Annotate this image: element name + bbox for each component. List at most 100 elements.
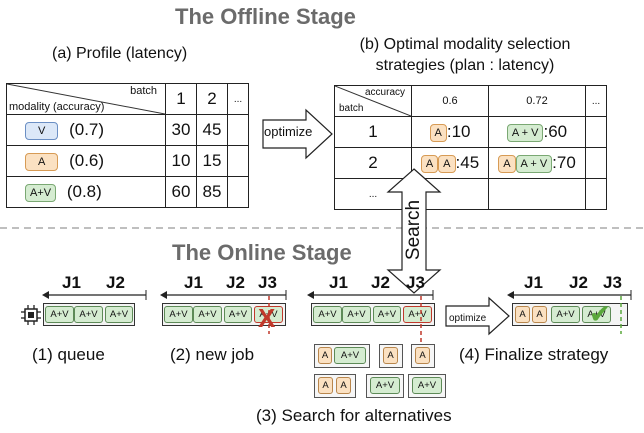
alt-block-av: A+V [412, 377, 442, 394]
search-double-arrow [386, 168, 442, 294]
checkmark-icon: ✔ [589, 299, 611, 329]
accuracy-col-header: 0.6 [411, 85, 489, 117]
modality-chip-av: A+V [25, 183, 57, 202]
latency-cell: 45 [196, 114, 228, 146]
cpu-chip-icon [20, 304, 42, 330]
plan-latency: :10 [446, 122, 471, 141]
queue-block-av: A+V [582, 306, 611, 323]
plan-chip-a: A [429, 123, 447, 142]
latency-cell: 85 [196, 176, 228, 208]
queue-arrow-3 [307, 290, 434, 300]
job-label-j3: J3 [406, 273, 425, 292]
queue-arrow-2 [160, 290, 287, 300]
plan-chip-av: A + V [506, 123, 544, 142]
profile-row-label: A (0.6) [6, 145, 166, 177]
queue-block-av: A+V [551, 306, 580, 323]
alt-block-a: A [415, 347, 430, 364]
header-batch-label: batch [339, 103, 364, 114]
plan-chip-a: A [420, 154, 439, 173]
plan-header-cell: accuracy batch [334, 85, 412, 117]
modality-chip-v: V [25, 121, 59, 140]
reject-icon: X [258, 303, 276, 333]
latency-cell: 10 [165, 145, 197, 177]
queue-block-a: A [532, 306, 547, 323]
search-label: Search [403, 199, 424, 261]
profile-row-label: V (0.7) [6, 114, 166, 146]
queue-block-av: A+V [164, 306, 193, 323]
queue-block-av-new: A+V [403, 306, 432, 323]
queue-block-av: A+V [342, 306, 371, 323]
latency-cell: 15 [196, 145, 228, 177]
latency-cell: 60 [165, 176, 197, 208]
profile-table: batch modality (accuracy) 1 2 ... V (0.7… [6, 83, 249, 208]
deadline-line [268, 296, 270, 334]
header-modality-label: modality (accuracy) [9, 101, 105, 113]
offline-stage-title: The Offline Stage [175, 4, 356, 29]
empty-cell [488, 178, 586, 210]
queue-block-av-new: A+V [254, 306, 283, 323]
accuracy-label: (0.6) [69, 151, 105, 170]
alt-block-a: A [318, 347, 332, 364]
profile-row-label: A+V (0.8) [6, 176, 166, 208]
queue-block-av: A+V [74, 306, 103, 323]
accuracy-col-header: 0.72 [488, 85, 586, 117]
optimize-arrow [262, 108, 333, 160]
alt-block-a: A [336, 377, 351, 394]
latency-cell: 30 [165, 114, 197, 146]
queue-block-a: A [515, 306, 530, 323]
empty-cell [227, 176, 249, 208]
optimize-arrow-online [445, 296, 510, 336]
queue-block-av: A+V [193, 306, 222, 323]
job-label-j1: J1 [329, 273, 348, 292]
queue-block-av: A+V [224, 306, 252, 323]
queue-block-av: A+V [373, 306, 401, 323]
job-label-j1: J1 [184, 273, 203, 292]
queue-arrow-4 [507, 290, 632, 300]
empty-cell [227, 114, 249, 146]
plan-caption-line1: (b) Optimal modality selection [359, 36, 571, 53]
job-label-j2: J2 [106, 273, 125, 292]
job-label-j1: J1 [62, 273, 81, 292]
profile-caption: (a) Profile (latency) [52, 45, 188, 62]
caption-new-job: (2) new job [170, 345, 255, 364]
job-label-j2: J2 [569, 273, 588, 292]
queue-arrow-1 [42, 290, 147, 300]
queue-block-av: A+V [313, 306, 342, 323]
deadline-line [620, 296, 622, 334]
col-header: 2 [196, 83, 228, 115]
empty-cell [585, 178, 607, 210]
empty-cell [585, 147, 607, 179]
queue-block-av: A+V [45, 306, 74, 323]
batch-label: 1 [334, 116, 412, 148]
caption-finalize: (4) Finalize strategy [459, 345, 609, 364]
profile-header-cell: batch modality (accuracy) [6, 83, 166, 115]
plan-chip-av: A + V [515, 154, 553, 173]
modality-chip-a: A [25, 152, 59, 171]
job-label-j2: J2 [371, 273, 390, 292]
diagonal-line [7, 84, 165, 114]
optimize-label-online: optimize [449, 313, 487, 324]
accuracy-col-header: ... [585, 85, 607, 117]
alt-block-av: A+V [334, 347, 366, 364]
job-label-j3: J3 [258, 273, 277, 292]
plan-cell: A + V:60 [488, 116, 586, 148]
plan-table: accuracy batch 0.6 0.72 ... 1 A:10 A + V… [334, 85, 607, 210]
empty-cell [585, 116, 607, 148]
job-label-j3: J3 [603, 273, 622, 292]
plan-chip-a: A [498, 154, 516, 173]
online-stage-title: The Online Stage [172, 240, 352, 265]
accuracy-label: (0.8) [66, 182, 102, 201]
alt-block-a: A [383, 347, 398, 364]
queue-block-av: A+V [105, 306, 133, 323]
plan-cell: A:10 [411, 116, 489, 148]
col-header: 1 [165, 83, 197, 115]
header-batch-label: batch [130, 85, 157, 97]
caption-search: (3) Search for alternatives [256, 406, 452, 425]
plan-latency: :70 [552, 153, 576, 172]
diagonal-line [335, 86, 411, 116]
empty-cell [227, 145, 249, 177]
alt-block-av: A+V [370, 377, 400, 394]
plan-caption-line2: strategies (plan : latency) [375, 57, 555, 74]
alt-block-a: A [318, 377, 333, 394]
plan-latency: :60 [543, 122, 568, 141]
